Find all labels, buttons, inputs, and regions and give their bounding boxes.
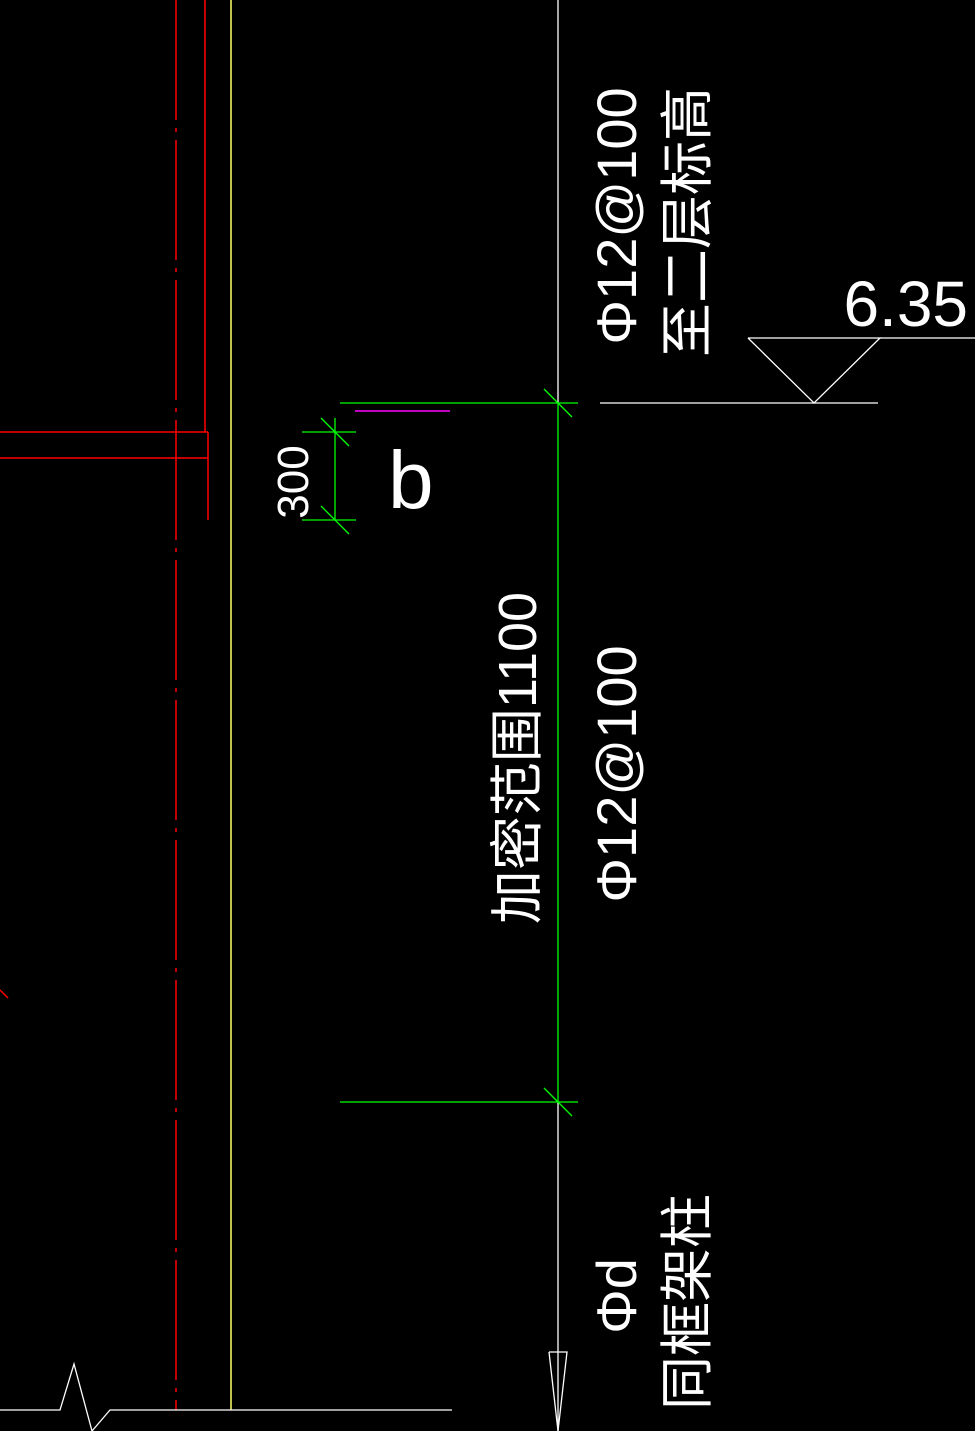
dim-300-text: 300	[269, 445, 318, 518]
elevation-symbol	[600, 337, 975, 404]
rebar-axis	[548, 0, 568, 1431]
cut-mark	[0, 989, 9, 999]
dense-range-text: 加密范围1100	[488, 592, 548, 924]
rebar-bottom-text: Φd	[585, 1258, 648, 1334]
rebar-mid-text: Φ12@100	[585, 645, 648, 902]
arrow-head	[548, 1351, 568, 1431]
wall-lines	[0, 0, 209, 1410]
rebar-top-note-text: 至二层标高	[658, 87, 718, 357]
rebar-bottom-note-text: 同框架柱	[658, 1194, 718, 1410]
dimension-lines	[302, 388, 578, 1117]
mark-b-text: b	[388, 435, 434, 526]
break-line	[0, 1361, 452, 1431]
elevation-text: 6.35	[843, 268, 968, 340]
rebar-top-text: Φ12@100	[585, 87, 648, 344]
